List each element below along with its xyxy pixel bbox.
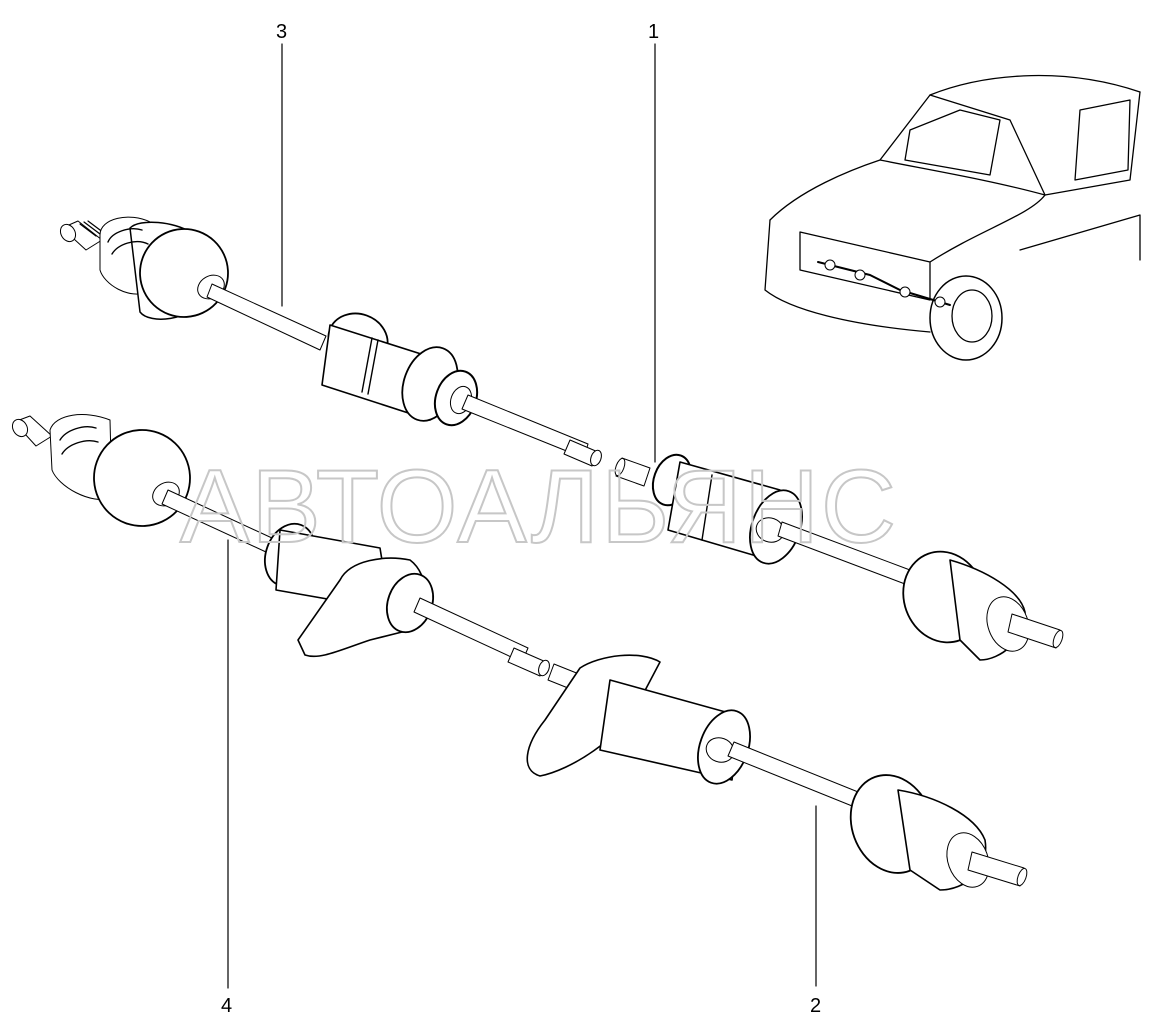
vehicle-location-inset	[764, 74, 1141, 361]
drive-shaft-3-drawing	[59, 216, 602, 467]
callout-label-3: 3	[276, 21, 287, 43]
drive-shaft-1-drawing	[614, 453, 1064, 661]
callout-label-1: 1	[648, 21, 659, 43]
callout-label-2: 2	[810, 995, 821, 1017]
drive-shaft-4-drawing	[11, 414, 550, 677]
watermark: АВТОАЛЬЯНС	[180, 449, 898, 565]
drive-shaft-2-drawing	[526, 654, 1028, 891]
callout-label-4: 4	[221, 995, 232, 1017]
callout-leaders	[227, 43, 817, 989]
